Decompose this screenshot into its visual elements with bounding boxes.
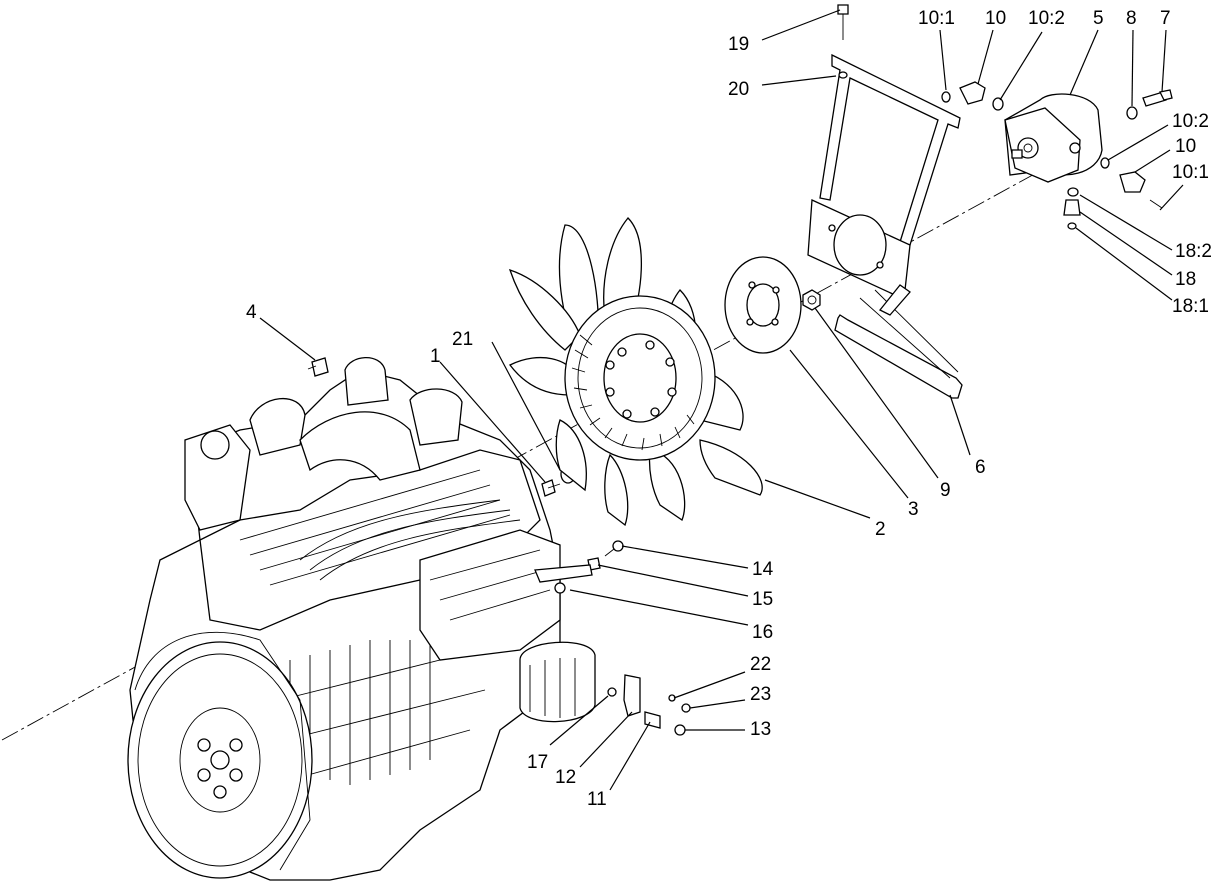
callout-4: 4 <box>246 302 257 323</box>
bolt-part-13 <box>674 724 686 736</box>
callout-10-2-lower: 10:2 <box>1172 111 1209 132</box>
callout-5: 5 <box>1093 8 1104 29</box>
callout-6: 6 <box>975 457 986 478</box>
lever-part-16 <box>534 564 593 594</box>
callout-18-1: 18:1 <box>1172 296 1209 317</box>
fitting-part-18 <box>1063 187 1081 230</box>
callout-23: 23 <box>750 684 771 705</box>
leader-lines <box>259 9 1184 791</box>
pump-bracket-part-6 <box>807 53 963 399</box>
spacer-plate-part-3 <box>724 256 802 354</box>
engine-assembly <box>127 357 596 881</box>
callout-22: 22 <box>750 654 771 675</box>
callout-20: 20 <box>728 79 749 100</box>
nut-part-9 <box>802 289 821 311</box>
fan-bolt-part-1 <box>541 479 561 497</box>
fitting-part-10-lower <box>1100 157 1163 209</box>
callout-19: 19 <box>728 34 749 55</box>
washer-part-17 <box>607 687 617 697</box>
callout-10-2-upper: 10:2 <box>1028 8 1065 29</box>
assembly-axis-line <box>1 159 1061 741</box>
cooling-fan-part-2 <box>508 217 763 527</box>
callout-10-1-upper: 10:1 <box>918 8 955 29</box>
washer-part-8 <box>1126 106 1138 120</box>
callout-15: 15 <box>752 589 773 610</box>
callout-12: 12 <box>555 767 576 788</box>
fitting-part-10-upper <box>941 81 1004 111</box>
callout-1: 1 <box>430 346 441 367</box>
callout-2: 2 <box>875 519 886 540</box>
callout-16: 16 <box>752 622 773 643</box>
callout-8: 8 <box>1126 8 1137 29</box>
callout-3: 3 <box>908 499 919 520</box>
callout-21: 21 <box>452 329 473 350</box>
callout-7: 7 <box>1160 8 1171 29</box>
bolt-part-19 <box>837 4 849 40</box>
hydraulic-pump-part-5 <box>1004 93 1103 183</box>
sensor-part-4 <box>307 357 329 377</box>
callout-9: 9 <box>940 480 951 501</box>
callout-labels: 19 20 10:1 10 10:2 5 8 7 10:2 10 10:1 18… <box>246 8 1212 810</box>
callout-18-2: 18:2 <box>1175 241 1212 262</box>
callout-17: 17 <box>527 752 548 773</box>
callout-18: 18 <box>1175 269 1196 290</box>
callout-13: 13 <box>750 719 771 740</box>
callout-10-1-lower: 10:1 <box>1172 162 1209 183</box>
callout-14: 14 <box>752 559 774 580</box>
washer-part-20 <box>838 71 848 79</box>
bracket-part-12 <box>623 674 641 717</box>
bolt-part-14 <box>604 540 624 557</box>
bolt-part-7 <box>1142 89 1173 107</box>
callout-10-upper: 10 <box>985 8 1006 29</box>
bolt-part-23 <box>681 703 691 713</box>
callout-11: 11 <box>587 789 607 810</box>
callout-10-lower: 10 <box>1175 136 1196 157</box>
